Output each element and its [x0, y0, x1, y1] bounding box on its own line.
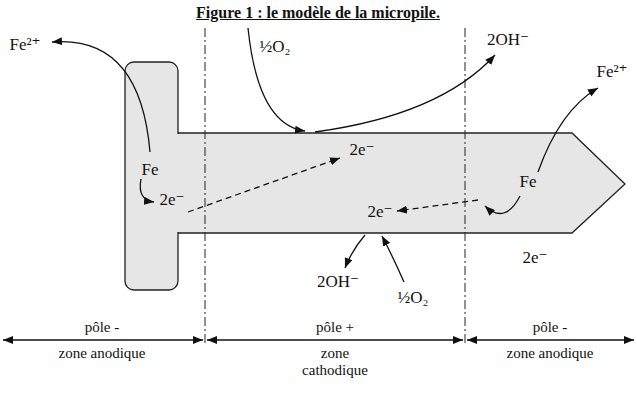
- ion-label: Fe²⁺: [596, 63, 627, 82]
- pole-label: pôle +: [316, 319, 354, 336]
- electron-label: 2e⁻: [159, 191, 184, 210]
- reaction-arrow: [140, 179, 154, 202]
- electron-label: 2e⁻: [349, 141, 374, 160]
- zone-label: zone cathodique: [290, 345, 380, 380]
- reactant-label: ½O₂: [398, 289, 429, 308]
- reaction-arrow: [52, 42, 150, 152]
- electron-label: 2e⁻: [522, 249, 547, 268]
- zone-boundary: [205, 28, 206, 346]
- reaction-arrow: [538, 88, 598, 172]
- reaction-arrow: [315, 55, 495, 132]
- pole-label: pôle -: [85, 319, 120, 336]
- electron-label: 2e⁻: [367, 203, 392, 222]
- nail-shape: [178, 133, 625, 233]
- reaction-arrow: [382, 236, 404, 282]
- zone-label: zone anodique: [57, 345, 147, 362]
- reaction-arrow: [485, 196, 520, 214]
- pole-label: pôle -: [533, 319, 568, 336]
- product-label: 2OH⁻: [487, 31, 529, 50]
- metal-label: Fe: [520, 173, 537, 192]
- reaction-arrow: [248, 28, 305, 131]
- product-label: 2OH⁻: [317, 273, 359, 292]
- figure-title: Figure 1 : le modèle de la micropile.: [196, 4, 440, 22]
- reaction-arrow: [345, 235, 365, 268]
- extent-arrow: [467, 339, 634, 340]
- zone-label: zone anodique: [505, 345, 595, 362]
- extent-arrow: [3, 339, 203, 340]
- nail-join: [177, 134, 179, 232]
- reactant-label: ½O₂: [260, 38, 291, 57]
- electron-arrow: [397, 200, 478, 211]
- ion-label: Fe²⁺: [9, 36, 40, 55]
- extent-arrow: [207, 339, 463, 340]
- metal-label: Fe: [142, 161, 159, 180]
- nail-head: [125, 62, 178, 290]
- electron-arrow: [188, 158, 340, 212]
- zone-boundary: [465, 28, 466, 346]
